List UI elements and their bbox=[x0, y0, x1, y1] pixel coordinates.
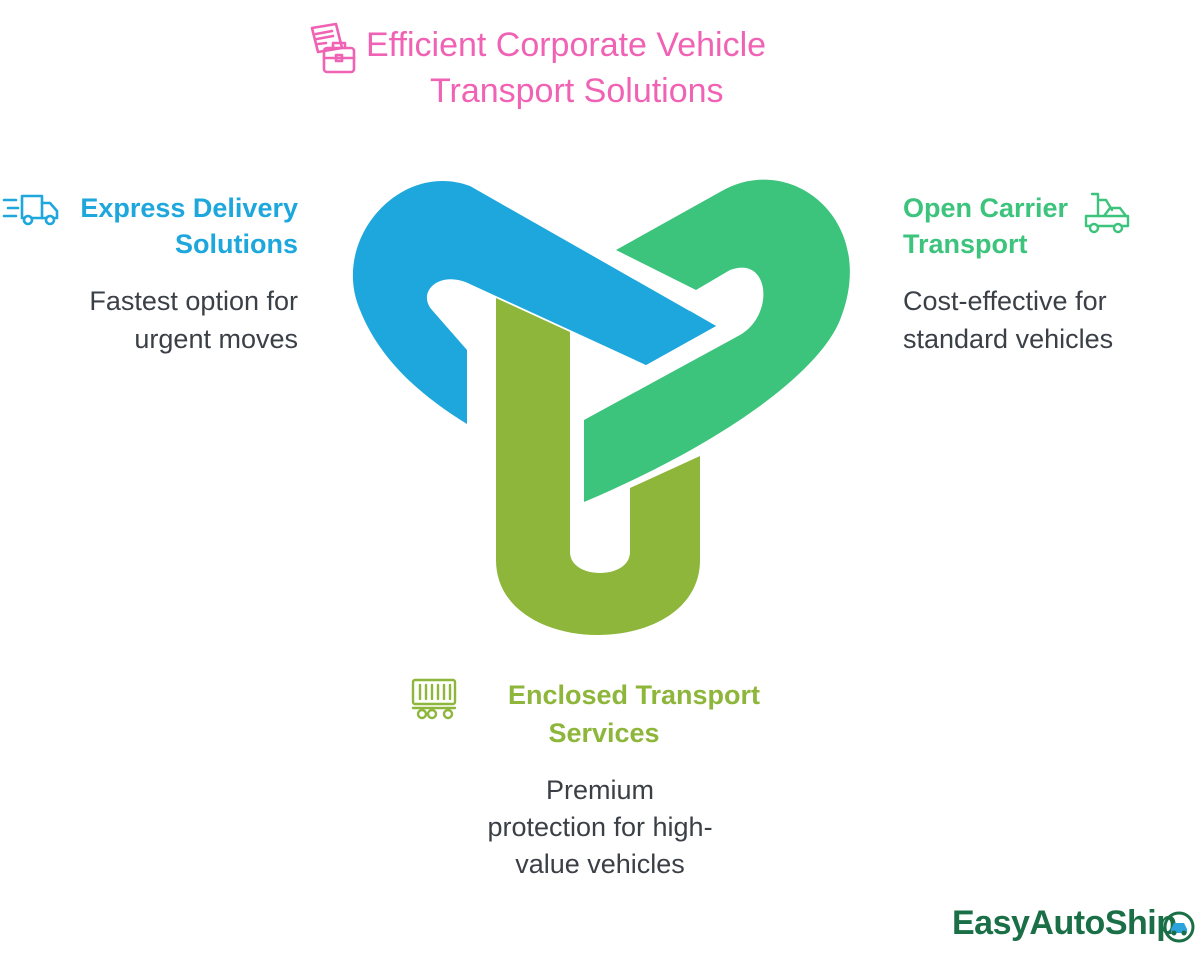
brand-logo: EasyAutoShip bbox=[952, 904, 1197, 954]
brand-name: EasyAutoShip bbox=[952, 904, 1177, 942]
open-carrier-heading-line-1: Open Carrier bbox=[903, 193, 1069, 223]
enclosed-transport-section: Enclosed Transport Services Premium prot… bbox=[400, 676, 800, 883]
enclosed-heading-line-1: Enclosed Transport bbox=[507, 680, 761, 710]
car-steering-wheel-icon bbox=[1163, 911, 1195, 943]
title-line-1: Efficient Corporate Vehicle bbox=[366, 26, 767, 64]
express-heading-line-2: Solutions bbox=[175, 229, 298, 259]
enclosed-desc-line-2: protection for high- bbox=[487, 812, 713, 842]
express-desc-line-2: urgent moves bbox=[134, 324, 298, 354]
enclosed-desc-line-1: Premium bbox=[545, 775, 654, 805]
open-carrier-description: Cost-effective for standard vehicles bbox=[903, 282, 1193, 358]
enclosed-heading-line-2: Services bbox=[548, 718, 660, 748]
express-delivery-description: Fastest option for urgent moves bbox=[20, 282, 298, 358]
title-line-2: Transport Solutions bbox=[430, 72, 724, 110]
open-carrier-desc-line-2: standard vehicles bbox=[903, 324, 1114, 354]
briefcase-documents-icon bbox=[310, 22, 356, 74]
express-delivery-heading: Express Delivery Solutions bbox=[20, 190, 298, 262]
enclosed-loop-shape bbox=[496, 298, 700, 635]
enclosed-trailer-icon bbox=[411, 678, 457, 720]
car-carrier-truck-icon bbox=[1084, 192, 1130, 234]
open-carrier-desc-line-1: Cost-effective for bbox=[903, 286, 1107, 316]
fast-truck-icon bbox=[2, 194, 59, 226]
express-desc-line-1: Fastest option for bbox=[89, 286, 298, 316]
enclosed-transport-description: Premium protection for high- value vehic… bbox=[400, 772, 800, 883]
enclosed-desc-line-3: value vehicles bbox=[515, 849, 685, 879]
express-loop-shape bbox=[352, 180, 716, 424]
open-carrier-heading-line-2: Transport bbox=[903, 229, 1028, 259]
open-carrier-section: Open Carrier Transport Cost-effective fo… bbox=[903, 190, 1193, 358]
interlocking-loops-diagram bbox=[352, 179, 850, 635]
open-carrier-heading: Open Carrier Transport bbox=[903, 190, 1193, 262]
open-carrier-loop-shape bbox=[584, 179, 850, 502]
express-delivery-section: Express Delivery Solutions Fastest optio… bbox=[20, 190, 298, 358]
express-heading-line-1: Express Delivery bbox=[80, 193, 298, 223]
enclosed-transport-heading: Enclosed Transport Services bbox=[400, 676, 800, 752]
